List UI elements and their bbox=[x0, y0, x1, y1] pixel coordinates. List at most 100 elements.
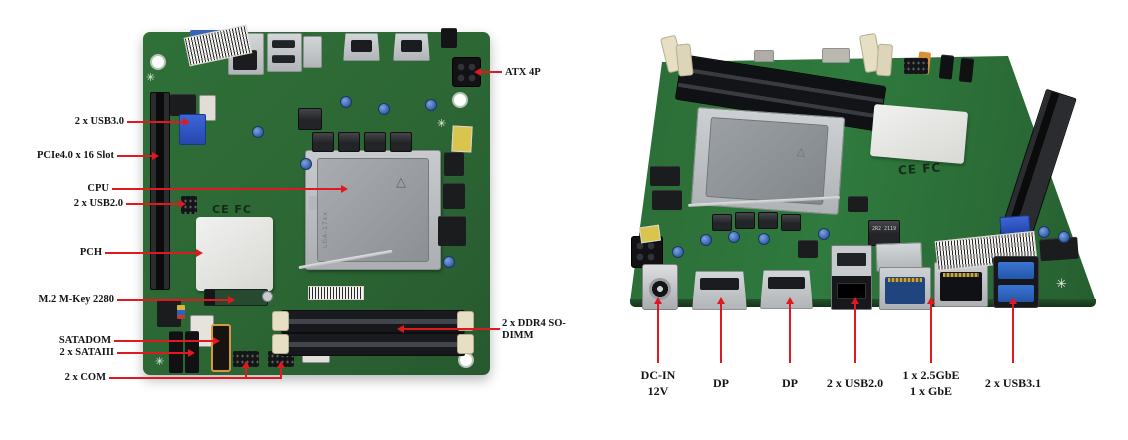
annotation-label-sata3: 2 x SATAIII bbox=[59, 347, 114, 358]
usb2-port-stack bbox=[831, 245, 872, 310]
star-silkscreen: ✳ bbox=[437, 117, 447, 130]
annotation-label-line: 2 x USB2.0 bbox=[826, 376, 884, 390]
arrowhead-left bbox=[474, 68, 481, 76]
annotation-line bbox=[117, 352, 188, 354]
annotation-label-line: 12V bbox=[647, 384, 669, 398]
lan-port-2-5gbe bbox=[879, 267, 931, 310]
chip bbox=[444, 152, 464, 176]
yellow-label bbox=[451, 125, 473, 153]
annotation-line bbox=[109, 377, 282, 379]
cpu-socket-cover bbox=[705, 116, 829, 206]
ddr4-sodimm-slot bbox=[281, 333, 465, 356]
annotation-label-line: DP bbox=[713, 376, 729, 390]
cpu-socket-text: LGA-17xx bbox=[322, 211, 329, 248]
usb-slot bbox=[272, 55, 295, 63]
capacitor bbox=[340, 96, 352, 108]
annotation-label-cpu: CPU bbox=[87, 183, 109, 194]
annotation-label-usb31: 2 x USB3.1 bbox=[953, 375, 1073, 391]
annotation-label-usb20: 2 x USB2.0 bbox=[795, 375, 915, 391]
annotation-label-dp1: DP bbox=[661, 375, 781, 391]
annotation-line bbox=[126, 203, 179, 205]
pin-header bbox=[904, 58, 928, 74]
annotation-label-ddr4: 2 x DDR4 SO-DIMM bbox=[502, 318, 580, 342]
capacitor bbox=[1038, 226, 1050, 238]
capacitor bbox=[728, 231, 740, 243]
inductor bbox=[390, 132, 412, 152]
arrowhead-up bbox=[654, 297, 662, 304]
capacitor bbox=[672, 246, 684, 258]
annotation-label-atx4p: ATX 4P bbox=[505, 67, 541, 78]
arrowhead-right bbox=[228, 296, 235, 304]
chip bbox=[650, 166, 680, 186]
inductor-text: 2R2 2119 bbox=[871, 226, 897, 232]
chip bbox=[438, 216, 466, 246]
star-silkscreen: ✳ bbox=[155, 355, 165, 368]
arrowhead-up bbox=[927, 297, 935, 304]
pcie-x16-slot bbox=[150, 92, 170, 290]
annotation-line bbox=[105, 252, 196, 254]
annotation-label-com: 2 x COM bbox=[64, 372, 106, 383]
socket-tab bbox=[309, 196, 317, 210]
mounting-hole bbox=[150, 54, 166, 70]
star-silkscreen: ✳ bbox=[146, 71, 156, 84]
usb-slot bbox=[272, 40, 295, 48]
annotation-line bbox=[112, 188, 341, 190]
chip bbox=[443, 183, 465, 209]
annotation-label-m2: M.2 M-Key 2280 bbox=[38, 294, 114, 305]
annotation-label-dcin: DC-IN 12V bbox=[598, 367, 718, 399]
sata-port bbox=[958, 57, 975, 83]
usb3-port-stack bbox=[993, 256, 1039, 308]
capacitor bbox=[425, 99, 437, 111]
dimm-latch bbox=[675, 43, 694, 77]
arrowhead-up bbox=[717, 297, 725, 304]
pch-heatsink bbox=[196, 217, 273, 291]
capacitor bbox=[818, 228, 830, 240]
atx-4p-connector bbox=[631, 236, 663, 268]
annotation-label-dp2: DP bbox=[730, 375, 850, 391]
capacitor bbox=[378, 103, 390, 115]
inductor bbox=[781, 214, 801, 231]
inductor bbox=[338, 132, 360, 152]
inductor bbox=[758, 212, 778, 229]
dimm-latch bbox=[272, 334, 289, 354]
annotation-line bbox=[789, 304, 791, 363]
warning-triangle-icon: △ bbox=[796, 144, 806, 159]
annotation-label-pch: PCH bbox=[79, 247, 102, 258]
inductor bbox=[735, 212, 755, 229]
connector-gray bbox=[754, 50, 774, 62]
arrowhead-up bbox=[1009, 297, 1017, 304]
annotation-line bbox=[117, 155, 152, 157]
com-header bbox=[233, 351, 259, 367]
capacitor bbox=[252, 126, 264, 138]
audio-jack bbox=[441, 28, 457, 48]
annotation-label-line: DC-IN bbox=[640, 368, 676, 382]
annotation-line bbox=[117, 299, 228, 301]
capacitor bbox=[1058, 231, 1070, 243]
inductor bbox=[712, 214, 732, 231]
annotation-line bbox=[657, 304, 659, 363]
annotation-line bbox=[720, 304, 722, 363]
fan-connector bbox=[822, 48, 850, 63]
cpu-socket-cover bbox=[317, 158, 429, 262]
ce-fcc-mark: CE FC bbox=[897, 160, 942, 178]
warning-triangle-icon: △ bbox=[396, 175, 406, 190]
jumper-block bbox=[177, 305, 185, 319]
pch-heatsink bbox=[869, 104, 969, 164]
capacitor bbox=[300, 158, 312, 170]
usb-stack-port bbox=[267, 33, 302, 72]
arrowhead-right bbox=[183, 118, 190, 126]
dimm-latch bbox=[272, 311, 289, 331]
inductor bbox=[364, 132, 386, 152]
dimm-latch bbox=[875, 43, 894, 77]
capacitor bbox=[443, 256, 455, 268]
capacitor bbox=[758, 233, 770, 245]
annotation-label-line: 2 x USB3.1 bbox=[984, 376, 1042, 390]
annotation-line bbox=[854, 304, 856, 363]
annotation-label-line: DIMM bbox=[502, 330, 534, 341]
inductor: 2R2 2119 bbox=[868, 220, 900, 246]
annotation-label-line: 2 x DDR4 SO- bbox=[502, 318, 566, 329]
mounting-hole bbox=[452, 92, 468, 108]
arrowhead-right bbox=[196, 249, 203, 257]
annotation-line bbox=[127, 121, 183, 123]
